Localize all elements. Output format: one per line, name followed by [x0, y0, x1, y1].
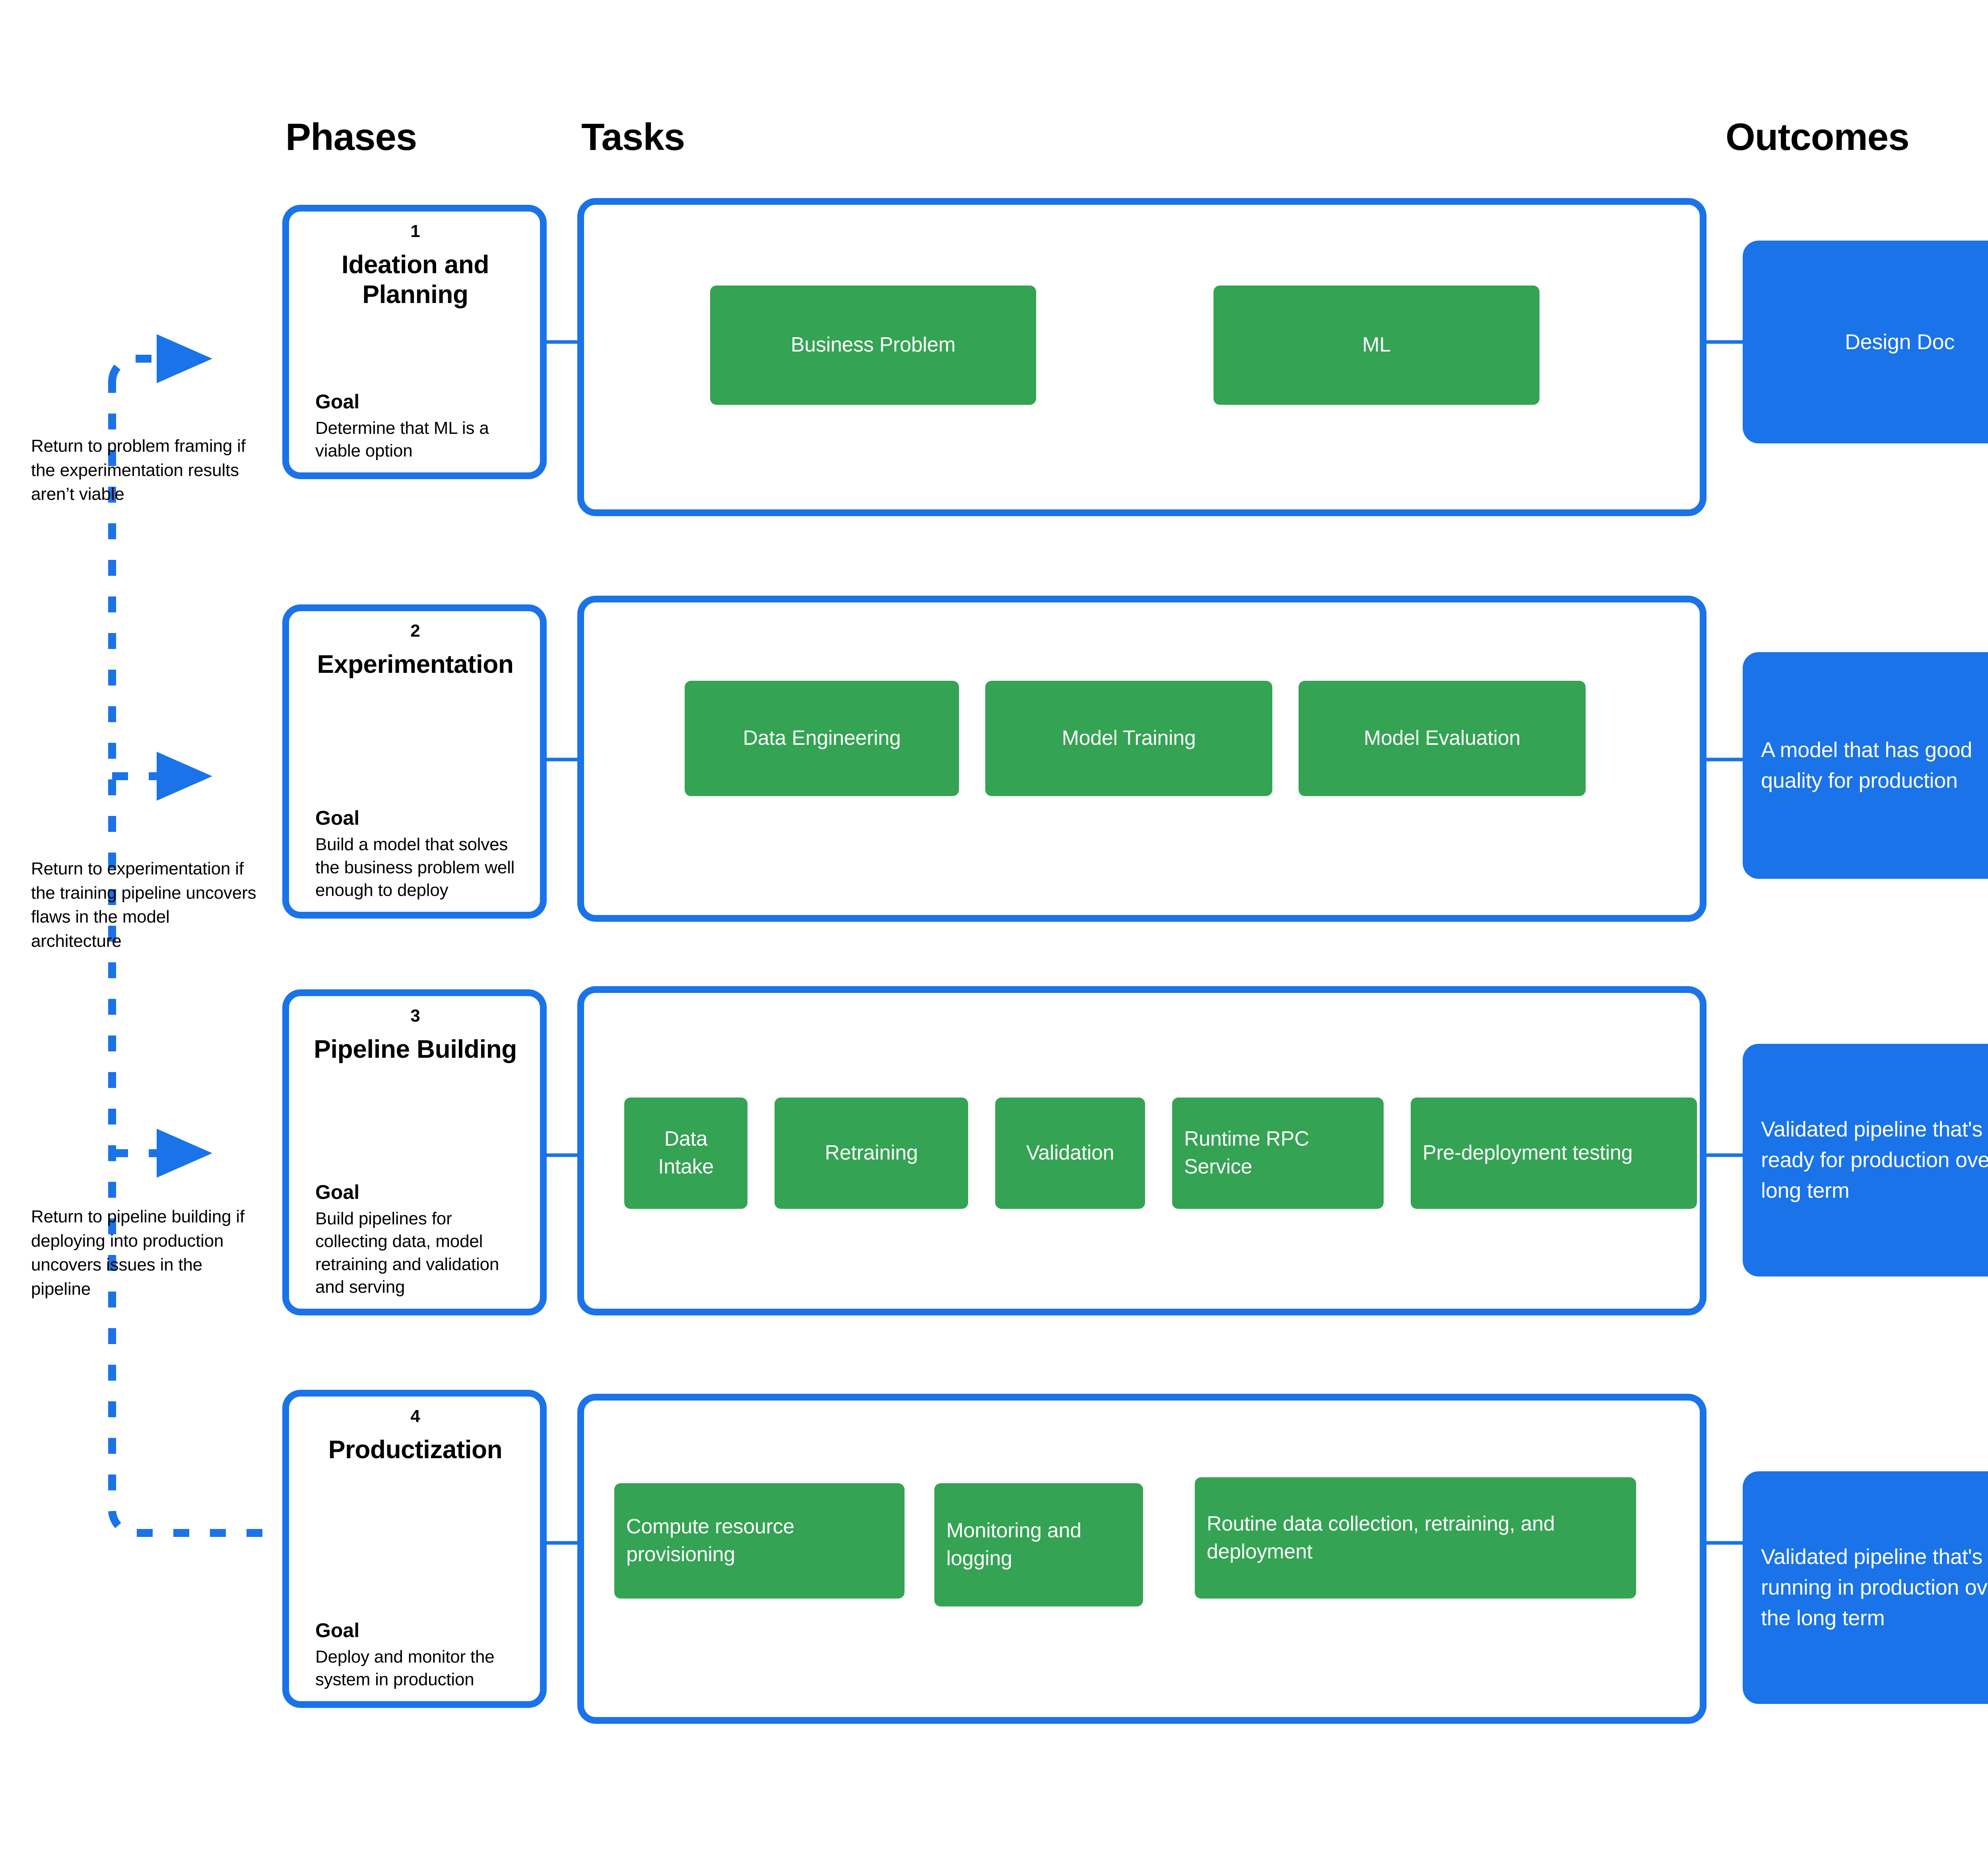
- goal-label-3: Goal: [315, 1181, 360, 1204]
- task-box-business-problem[interactable]: Business Problem: [710, 286, 1036, 405]
- task-box-ml[interactable]: ML: [1213, 286, 1540, 405]
- task-box-runtime-rpc-service[interactable]: Runtime RPC Service: [1172, 1098, 1384, 1209]
- feedback-spine-1: [108, 382, 262, 1537]
- outcome-box-2[interactable]: A model that has good quality for produc…: [1743, 652, 1988, 879]
- task-box-data-intake[interactable]: Data Intake: [624, 1098, 747, 1209]
- phase-title-4: Productization: [328, 1435, 503, 1464]
- feedback-note-3: Return to pipeline building if deploying…: [31, 1207, 245, 1299]
- column-header-outcomes: Outcomes: [1726, 116, 1909, 158]
- feedback-arrow-to-phase-1: [108, 334, 212, 383]
- outcome-box-3[interactable]: Validated pipeline that's ready for prod…: [1743, 1044, 1988, 1276]
- column-header-tasks: Tasks: [581, 116, 685, 158]
- phase-card-1[interactable]: 1 Ideation and Planning Goal Determine t…: [282, 205, 547, 479]
- phase-number-2: 2: [410, 621, 420, 641]
- feedback-note-1: Return to problem framing if the experim…: [31, 436, 246, 504]
- phase-card-4[interactable]: 4 Productization Goal Deploy and monitor…: [282, 1390, 547, 1708]
- goal-label-2: Goal: [315, 807, 360, 829]
- task-box-routine-data-collection[interactable]: Routine data collection, retraining, and…: [1195, 1477, 1636, 1599]
- phase-number-4: 4: [410, 1406, 420, 1426]
- task-box-pre-deployment-testing[interactable]: Pre-deployment testing: [1411, 1098, 1697, 1209]
- goal-text-2: Build a model that solves the business p…: [315, 835, 515, 900]
- column-header-phases: Phases: [285, 116, 417, 158]
- goal-text-1: Determine that ML is a viable option: [315, 418, 489, 460]
- goal-label-4: Goal: [315, 1619, 360, 1641]
- goal-label-1: Goal: [315, 390, 360, 413]
- task-box-retraining[interactable]: Retraining: [775, 1098, 968, 1209]
- goal-text-3: Build pipelines for collecting data, mod…: [315, 1209, 499, 1297]
- phase-title-2: Experimentation: [317, 650, 514, 679]
- task-box-model-evaluation[interactable]: Model Evaluation: [1299, 681, 1586, 796]
- task-box-monitoring-and-logging[interactable]: Monitoring and logging: [934, 1483, 1143, 1607]
- task-box-model-training[interactable]: Model Training: [985, 681, 1272, 796]
- phase-title-3: Pipeline Building: [314, 1035, 517, 1064]
- phase-number-1: 1: [410, 221, 420, 241]
- goal-text-4: Deploy and monitor the system in product…: [315, 1647, 495, 1689]
- phase-task-connector: [546, 340, 577, 1545]
- feedback-note-2: Return to experimentation if the trainin…: [31, 859, 256, 951]
- outcome-box-4[interactable]: Validated pipeline that's running in pro…: [1743, 1471, 1988, 1704]
- task-box-compute-resource-provisioning[interactable]: Compute resource provisioning: [614, 1483, 905, 1599]
- phase-title-1: Ideation and Planning: [342, 250, 489, 309]
- task-box-data-engineering[interactable]: Data Engineering: [685, 681, 959, 796]
- task-box-validation[interactable]: Validation: [995, 1098, 1145, 1209]
- outcome-box-1[interactable]: Design Doc: [1743, 241, 1988, 443]
- phase-number-3: 3: [410, 1006, 420, 1026]
- task-outcome-connector: [1705, 340, 1743, 1545]
- phase-card-2[interactable]: 2 Experimentation Goal Build a model tha…: [282, 604, 547, 919]
- phase-card-3[interactable]: 3 Pipeline Building Goal Build pipelines…: [282, 989, 547, 1315]
